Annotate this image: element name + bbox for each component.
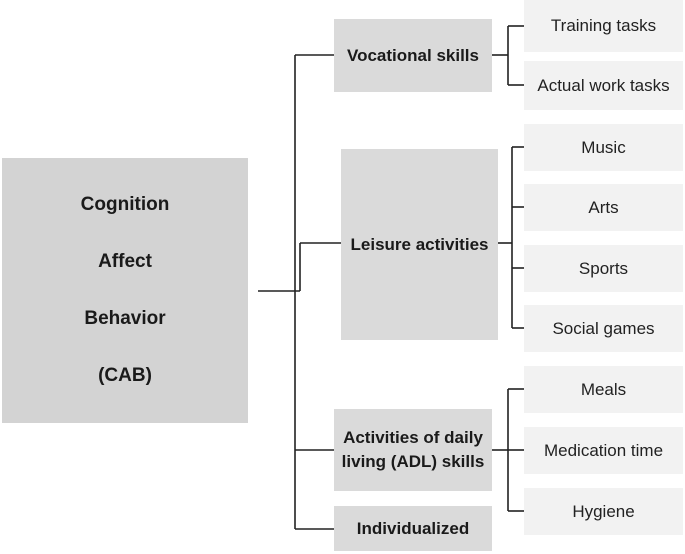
root-line-cab: (CAB): [98, 365, 152, 387]
root-line-cognition: Cognition: [80, 193, 170, 215]
root-line-affect: Affect: [98, 250, 152, 272]
category-individualized: Individualized: [334, 506, 492, 551]
leaf-label: Meals: [580, 379, 627, 399]
leaf-label: Music: [581, 137, 626, 157]
category-label-line-2: living (ADL) skills: [341, 452, 485, 471]
category-vocational-skills: Vocational skills: [334, 19, 492, 92]
leaf-label: Arts: [588, 197, 619, 217]
leaf-training-tasks: Training tasks: [524, 0, 683, 52]
leaf-meals: Meals: [524, 366, 683, 413]
root-box-cab: Cognition Affect Behavior (CAB): [2, 158, 248, 423]
leaf-label: Hygiene: [572, 501, 635, 521]
leaf-label: Actual work tasks: [537, 75, 670, 95]
leaf-music: Music: [524, 124, 683, 171]
category-label: Individualized: [356, 518, 470, 538]
leaf-label: Sports: [578, 258, 629, 278]
leaf-hygiene: Hygiene: [524, 488, 683, 535]
root-line-behavior: Behavior: [84, 308, 166, 330]
leaf-label: Social games: [552, 318, 655, 338]
leaf-arts: Arts: [524, 184, 683, 231]
leaf-label: Medication time: [543, 440, 664, 460]
category-label: Leisure activities: [350, 234, 489, 254]
leaf-social-games: Social games: [524, 305, 683, 352]
category-leisure-activities: Leisure activities: [341, 149, 498, 340]
leaf-medication-time: Medication time: [524, 427, 683, 474]
category-label-line-1: Activities of daily: [343, 428, 483, 447]
leaf-actual-work-tasks: Actual work tasks: [524, 61, 683, 110]
leaf-label: Training tasks: [550, 16, 657, 35]
leaf-sports: Sports: [524, 245, 683, 292]
category-adl-skills: Activities of daily living (ADL) skills: [334, 409, 492, 491]
category-label: Vocational skills: [347, 45, 479, 65]
